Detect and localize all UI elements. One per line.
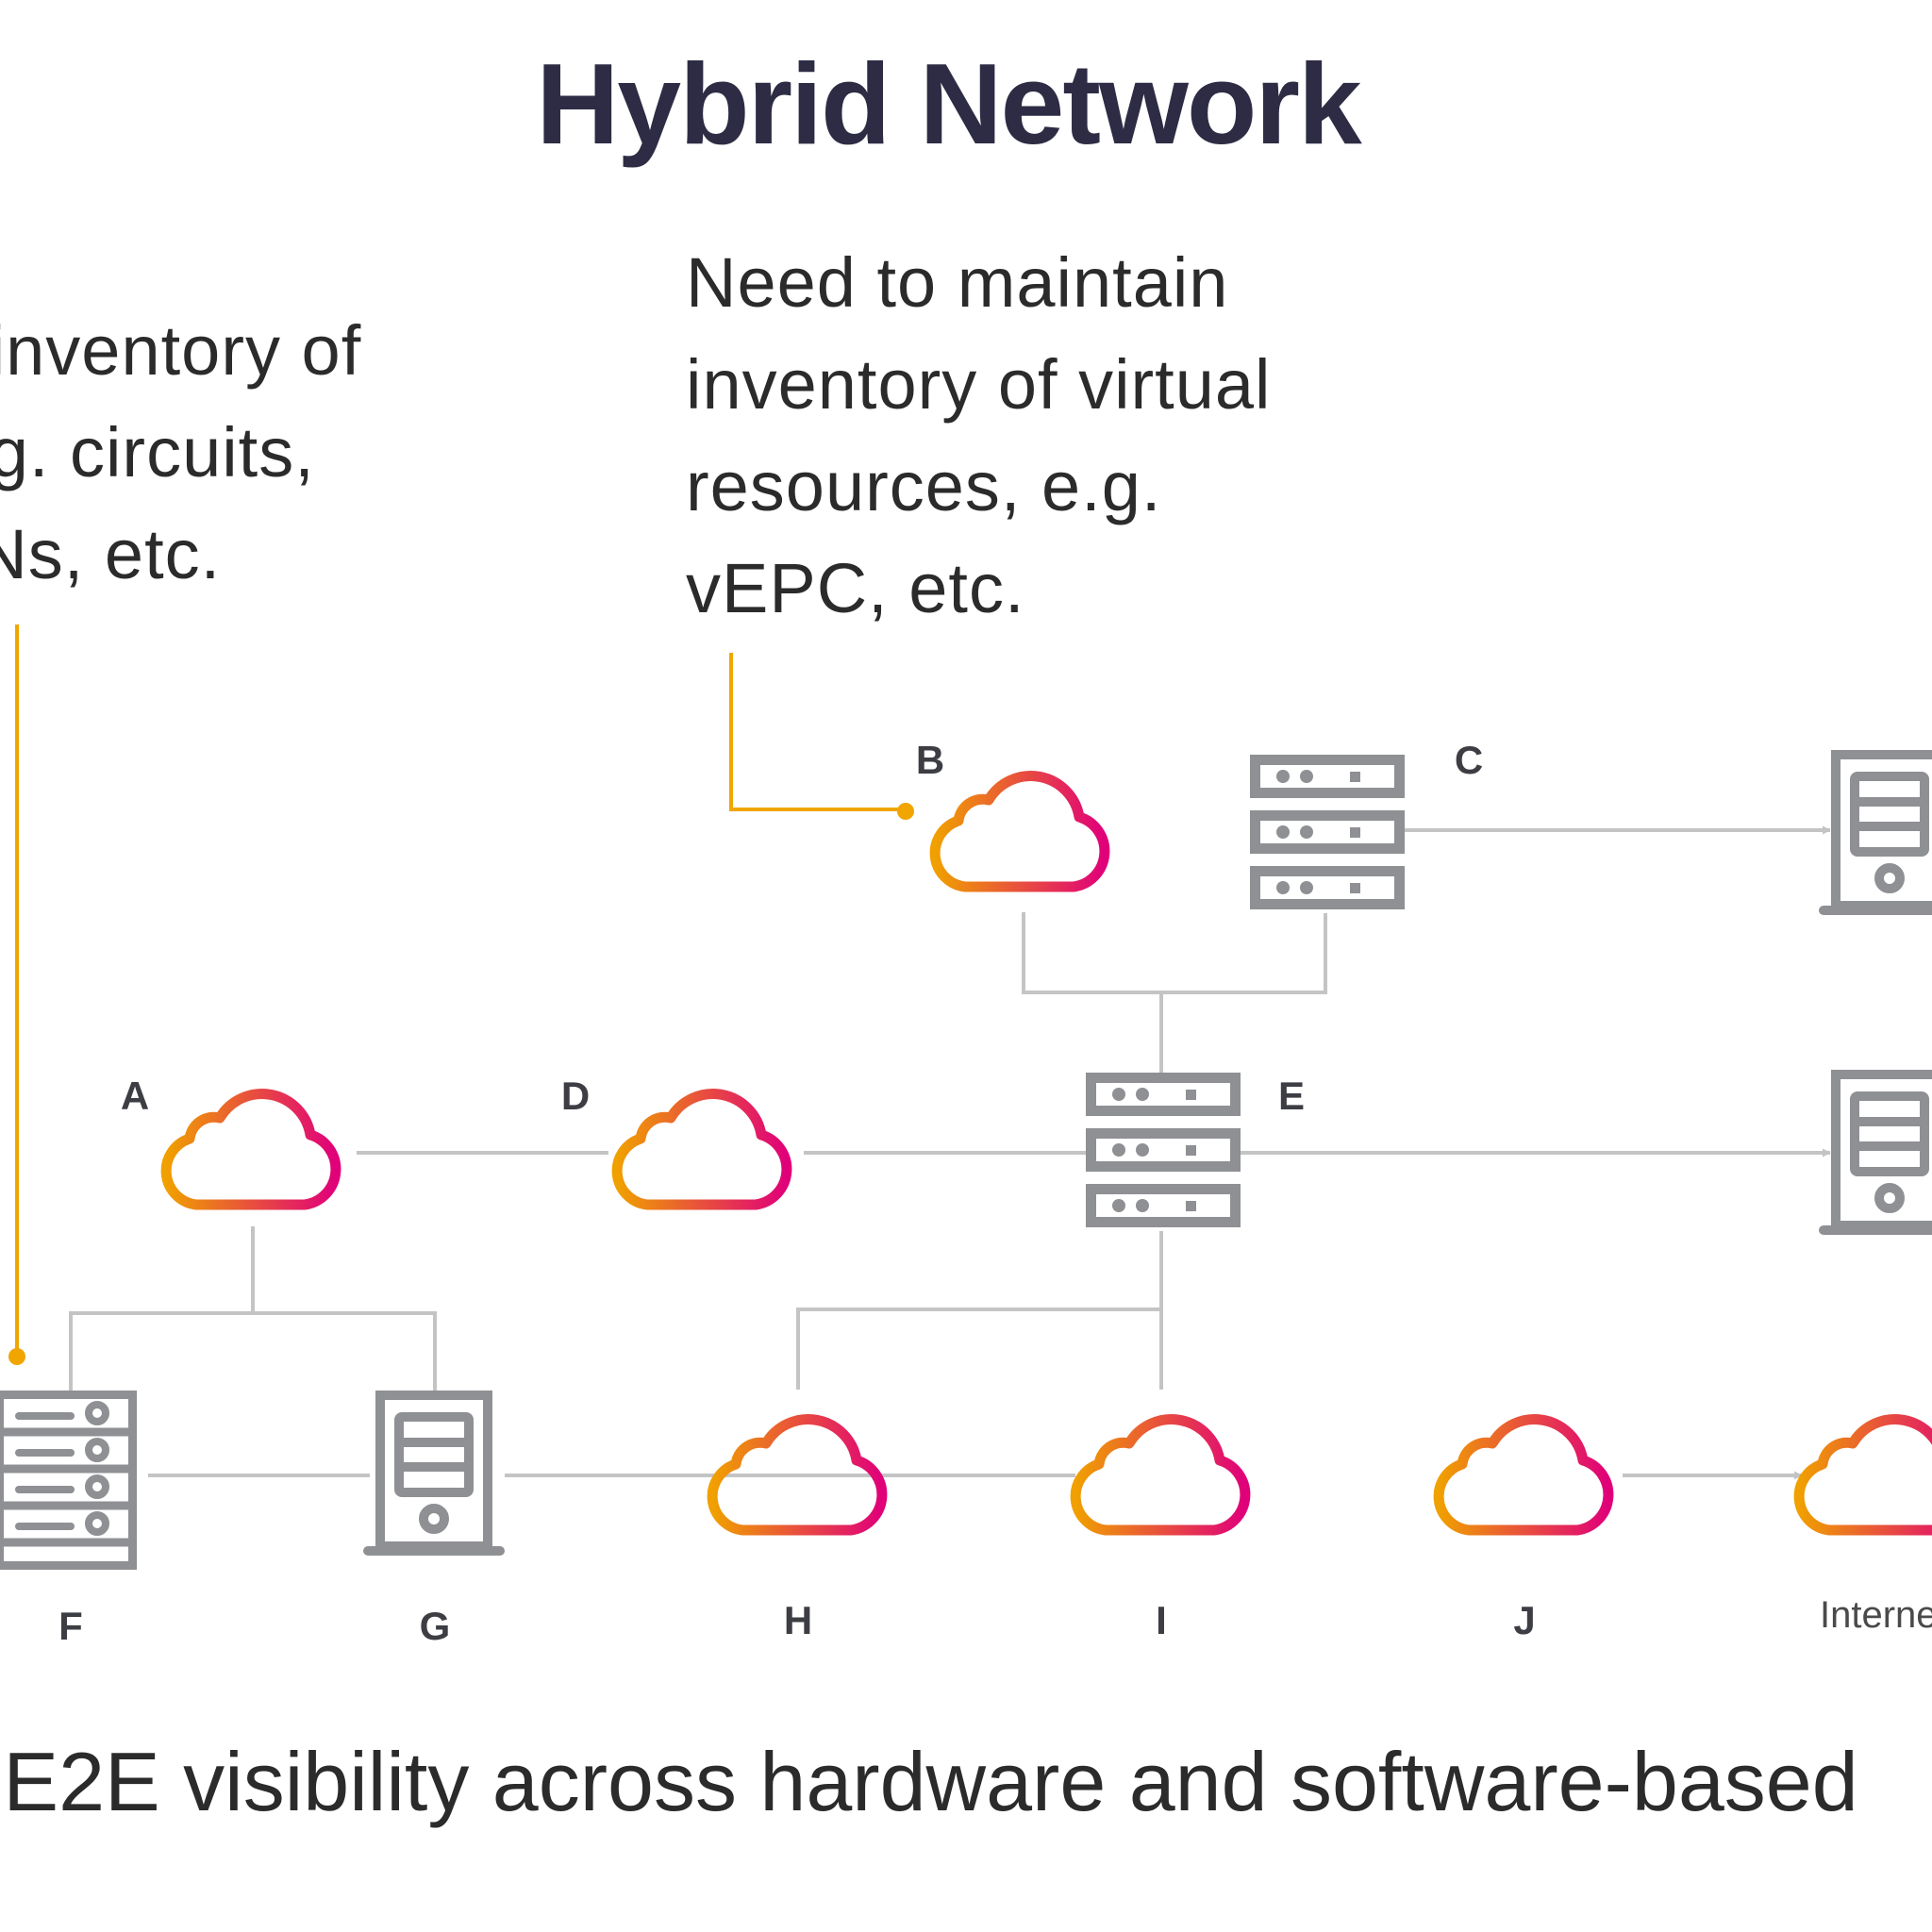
server-rack-node-c xyxy=(1256,760,1400,905)
node-label-c: C xyxy=(1454,738,1484,782)
server-rack-node-e xyxy=(1091,1078,1236,1223)
tower-node-g xyxy=(368,1395,500,1551)
node-label-h: H xyxy=(783,1598,813,1642)
physical-inventory-callout: n inventory of e.g. circuits, ANs, etc. xyxy=(0,311,362,593)
connector-b-c-e xyxy=(1022,912,1327,1075)
cloud-node-internet xyxy=(1799,1420,1932,1530)
virtual-inventory-callout: Need to maintain inventory of virtual re… xyxy=(686,243,1272,627)
tower-endpoint-1 xyxy=(1824,755,1932,910)
node-label-j: J xyxy=(1513,1598,1536,1642)
connector-e-h-i xyxy=(796,1231,1163,1390)
connectors xyxy=(69,825,1831,1480)
cloud-node-d xyxy=(617,1094,787,1205)
connector-a-f-g xyxy=(69,1226,437,1396)
node-label-f: F xyxy=(58,1604,83,1648)
diagram-title: Hybrid Network xyxy=(536,40,1362,168)
callout-dot-left xyxy=(8,1348,25,1365)
callout-dot-right xyxy=(897,803,914,820)
storage-rack-node-f xyxy=(0,1395,133,1566)
tower-endpoint-2 xyxy=(1824,1074,1932,1230)
callout-leaders xyxy=(15,625,906,1357)
node-label-g: G xyxy=(419,1604,451,1648)
cloud-node-b xyxy=(935,776,1105,887)
node-label-e: E xyxy=(1277,1074,1306,1118)
node-label-b: B xyxy=(915,738,945,782)
cloud-node-a xyxy=(166,1094,336,1205)
node-label-d: D xyxy=(560,1074,591,1118)
node-label-internet: Interne xyxy=(1820,1594,1932,1636)
node-label-a: A xyxy=(120,1074,150,1118)
footer-caption: n E2E visibility across hardware and sof… xyxy=(0,1735,1858,1828)
node-label-i: I xyxy=(1156,1598,1167,1642)
cloud-node-i xyxy=(1075,1420,1245,1530)
cloud-node-j xyxy=(1439,1420,1608,1530)
